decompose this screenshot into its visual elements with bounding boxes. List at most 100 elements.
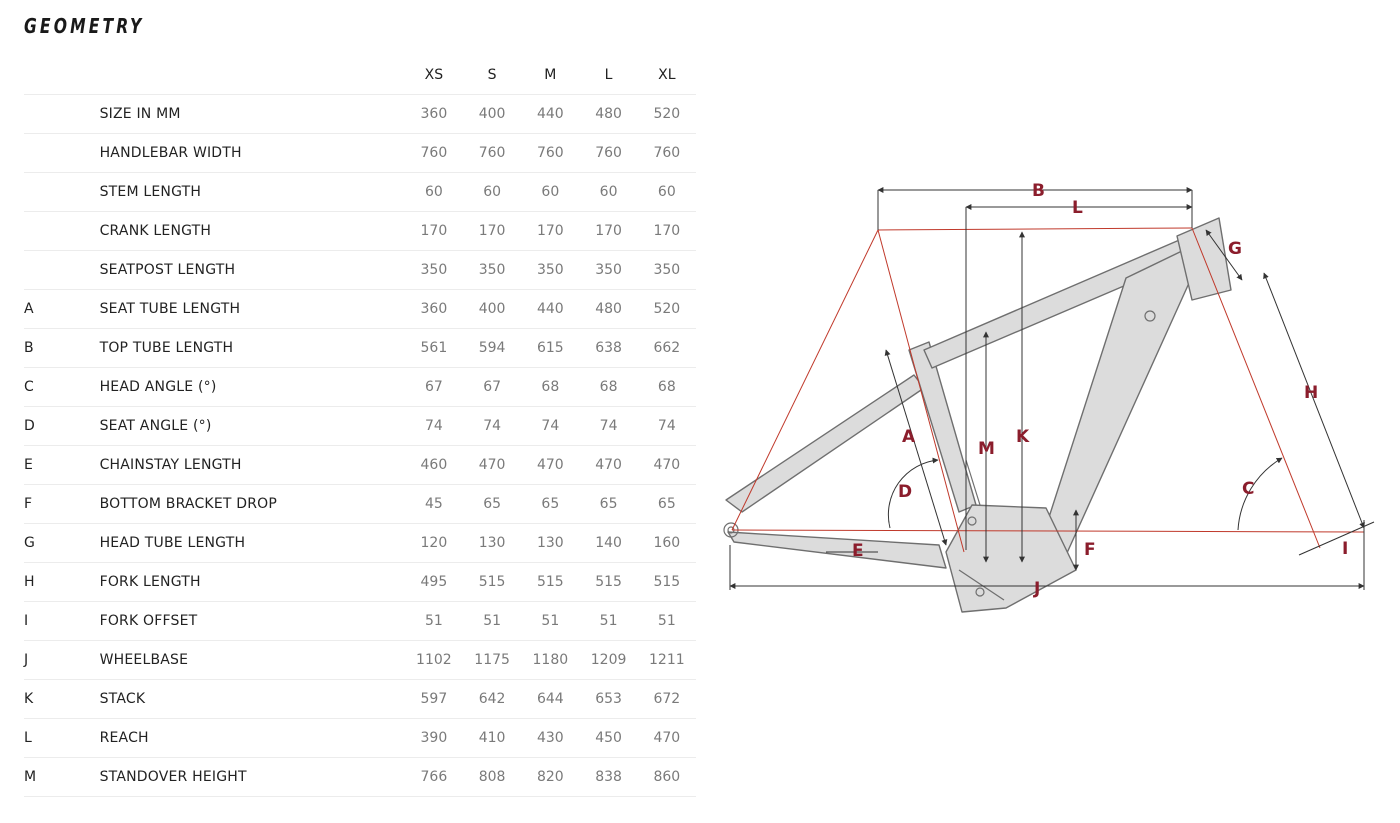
- header-size: XS: [404, 55, 463, 95]
- row-value: 350: [404, 250, 463, 290]
- row-value: 130: [462, 523, 522, 563]
- row-letter: L: [24, 718, 100, 758]
- row-value: 130: [521, 523, 580, 563]
- row-value: 653: [579, 679, 638, 719]
- row-label: REACH: [99, 718, 405, 758]
- dim-label-k: K: [1016, 427, 1030, 447]
- row-label: HEAD ANGLE (°): [99, 367, 405, 407]
- row-value: 820: [521, 757, 580, 797]
- dim-label-f: F: [1084, 540, 1096, 560]
- row-value: 400: [462, 94, 522, 134]
- row-label: CHAINSTAY LENGTH: [99, 445, 405, 485]
- row-value: 515: [521, 562, 580, 602]
- row-value: 170: [404, 211, 463, 251]
- row-value: 170: [521, 211, 580, 251]
- row-label: SEAT TUBE LENGTH: [99, 289, 405, 329]
- row-value: 65: [637, 484, 696, 524]
- row-value: 808: [462, 757, 522, 797]
- header-label: [99, 55, 405, 95]
- row-value: 68: [637, 367, 696, 407]
- row-value: 615: [521, 328, 580, 368]
- row-value: 350: [462, 250, 522, 290]
- dim-label-h: H: [1304, 383, 1318, 403]
- row-letter: D: [24, 406, 100, 446]
- row-value: 74: [462, 406, 522, 446]
- row-value: 520: [637, 94, 696, 134]
- row-value: 644: [521, 679, 580, 719]
- dimension-lines: [729, 187, 1375, 590]
- row-letter: M: [24, 757, 100, 797]
- row-value: 760: [579, 133, 638, 173]
- row-label: CRANK LENGTH: [99, 211, 405, 251]
- row-label: FORK OFFSET: [99, 601, 405, 641]
- row-value: 51: [579, 601, 638, 641]
- row-label: HEAD TUBE LENGTH: [99, 523, 405, 563]
- row-value: 450: [579, 718, 638, 758]
- row-value: 60: [579, 172, 638, 212]
- header-size: L: [579, 55, 638, 95]
- row-value: 638: [579, 328, 638, 368]
- row-value: 460: [404, 445, 463, 485]
- header-size: M: [521, 55, 580, 95]
- row-letter: J: [24, 640, 100, 680]
- row-value: 760: [521, 133, 580, 173]
- dim-label-i: I: [1342, 539, 1348, 559]
- row-value: 520: [637, 289, 696, 329]
- row-value: 74: [637, 406, 696, 446]
- row-value: 170: [579, 211, 638, 251]
- row-value: 160: [637, 523, 696, 563]
- row-value: 390: [404, 718, 463, 758]
- row-value: 860: [637, 757, 696, 797]
- row-letter: F: [24, 484, 100, 524]
- dim-label-d: D: [898, 482, 912, 502]
- header-size: S: [462, 55, 522, 95]
- row-letter: [24, 133, 100, 173]
- row-value: 360: [404, 94, 463, 134]
- row-value: 430: [521, 718, 580, 758]
- row-letter: G: [24, 523, 100, 563]
- row-value: 594: [462, 328, 522, 368]
- row-value: 67: [462, 367, 522, 407]
- row-value: 65: [462, 484, 522, 524]
- row-value: 51: [521, 601, 580, 641]
- row-value: 515: [579, 562, 638, 602]
- row-value: 470: [579, 445, 638, 485]
- row-value: 480: [579, 289, 638, 329]
- row-value: 51: [637, 601, 696, 641]
- guide-lines: [731, 227, 1365, 553]
- row-value: 1211: [637, 640, 696, 680]
- dim-label-c: C: [1242, 479, 1254, 499]
- row-value: 662: [637, 328, 696, 368]
- row-label: WHEELBASE: [99, 640, 405, 680]
- row-value: 766: [404, 757, 463, 797]
- header-letter: [24, 55, 100, 95]
- row-value: 51: [462, 601, 522, 641]
- row-value: 760: [404, 133, 463, 173]
- row-label: BOTTOM BRACKET DROP: [99, 484, 405, 524]
- row-letter: A: [24, 289, 100, 329]
- row-value: 74: [404, 406, 463, 446]
- row-label: HANDLEBAR WIDTH: [99, 133, 405, 173]
- row-value: 120: [404, 523, 463, 563]
- row-value: 65: [579, 484, 638, 524]
- row-value: 170: [462, 211, 522, 251]
- row-letter: E: [24, 445, 100, 485]
- row-value: 170: [637, 211, 696, 251]
- row-value: 642: [462, 679, 522, 719]
